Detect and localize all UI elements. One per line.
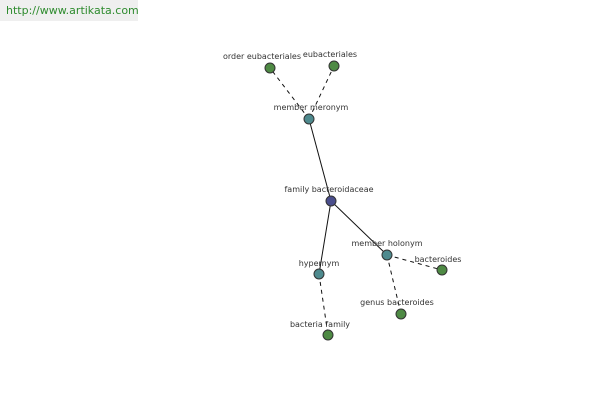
node-eubacteriales-dot[interactable]: [328, 60, 340, 72]
node-order-eubacteriales-dot[interactable]: [264, 62, 276, 74]
node-member-meronym-label: member meronym: [274, 103, 349, 112]
node-bacteria-family-label: bacteria family: [290, 320, 350, 329]
node-member-holonym-dot[interactable]: [381, 249, 393, 261]
edge-member-meronym-to-order-eubacteriales: [269, 67, 310, 120]
edge-hypernym-to-bacteria-family: [318, 273, 329, 336]
edge-member-meronym-to-eubacteriales: [308, 65, 335, 120]
node-eubacteriales-label: eubacteriales: [303, 50, 357, 59]
node-bacteria-family[interactable]: bacteria family: [290, 320, 350, 341]
edge-member-holonym-to-genus-bacteroides: [386, 254, 402, 315]
node-hypernym-label: hypernym: [299, 259, 340, 268]
node-bacteroides[interactable]: bacteroides: [415, 255, 462, 276]
node-order-eubacteriales[interactable]: order eubacteriales: [223, 52, 301, 74]
node-bacteroides-dot[interactable]: [436, 264, 448, 276]
node-hypernym-dot[interactable]: [313, 268, 325, 280]
node-genus-bacteroides-label: genus bacteroides: [360, 298, 434, 307]
edge-family-bacteroidaceae-to-member-holonym: [330, 200, 388, 256]
site-url-link[interactable]: http://www.artikata.com: [6, 4, 139, 17]
edge-family-bacteroidaceae-to-member-meronym: [308, 118, 332, 202]
node-order-eubacteriales-label: order eubacteriales: [223, 52, 301, 61]
node-hypernym[interactable]: hypernym: [299, 259, 340, 280]
node-genus-bacteroides[interactable]: genus bacteroides: [360, 298, 434, 320]
edge-member-holonym-to-bacteroides: [386, 254, 443, 271]
node-genus-bacteroides-dot[interactable]: [395, 308, 407, 320]
node-member-meronym[interactable]: member meronym: [274, 103, 349, 125]
node-family-bacteroidaceae[interactable]: family bacteroidaceae: [284, 185, 374, 207]
edges-layer: [269, 65, 443, 336]
node-bacteroides-label: bacteroides: [415, 255, 462, 264]
node-member-holonym-label: member holonym: [351, 239, 422, 248]
url-banner: http://www.artikata.com: [0, 0, 139, 21]
node-bacteria-family-dot[interactable]: [322, 329, 334, 341]
node-member-holonym[interactable]: member holonym: [351, 239, 423, 261]
node-family-bacteroidaceae-label: family bacteroidaceae: [284, 185, 373, 194]
node-member-meronym-dot[interactable]: [303, 113, 315, 125]
node-eubacteriales[interactable]: eubacteriales: [303, 50, 357, 72]
node-family-bacteroidaceae-dot[interactable]: [325, 195, 337, 207]
edge-family-bacteroidaceae-to-hypernym: [318, 200, 332, 275]
